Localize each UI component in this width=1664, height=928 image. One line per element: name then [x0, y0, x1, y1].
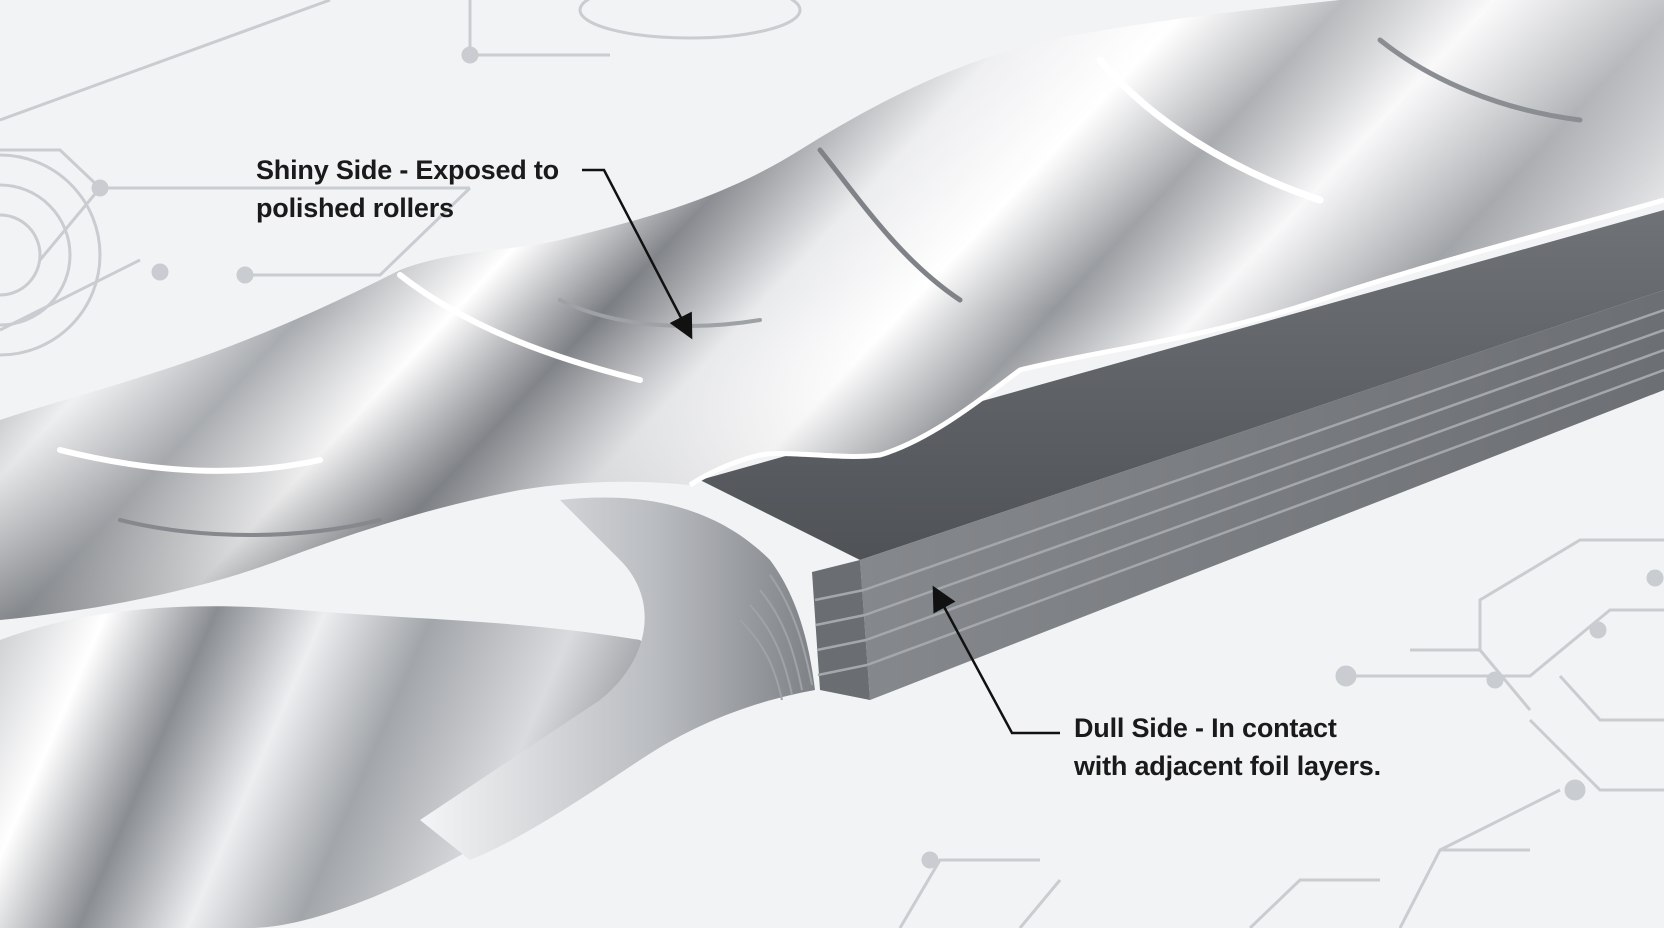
dull-side-label-line2: with adjacent foil layers.: [1074, 751, 1381, 781]
shiny-side-label-line1: Shiny Side - Exposed to: [256, 155, 559, 185]
foil-stack-block: [700, 210, 1664, 700]
dull-side-label-line1: Dull Side - In contact: [1074, 713, 1337, 743]
foil-wrinkles: [57, 37, 1583, 537]
shiny-side-label: Shiny Side - Exposed to polished rollers: [256, 151, 559, 227]
foil-curved-sheets: [420, 497, 815, 860]
dull-leader-line: [932, 585, 1060, 735]
shiny-side-label-line2: polished rollers: [256, 193, 454, 223]
foil-shiny-edge: [688, 197, 1664, 488]
foil-shiny-shade: [0, 0, 1664, 620]
shiny-leader-line: [582, 168, 693, 340]
foil-lower-left: [0, 606, 700, 928]
dull-side-label: Dull Side - In contact with adjacent foi…: [1074, 709, 1381, 785]
